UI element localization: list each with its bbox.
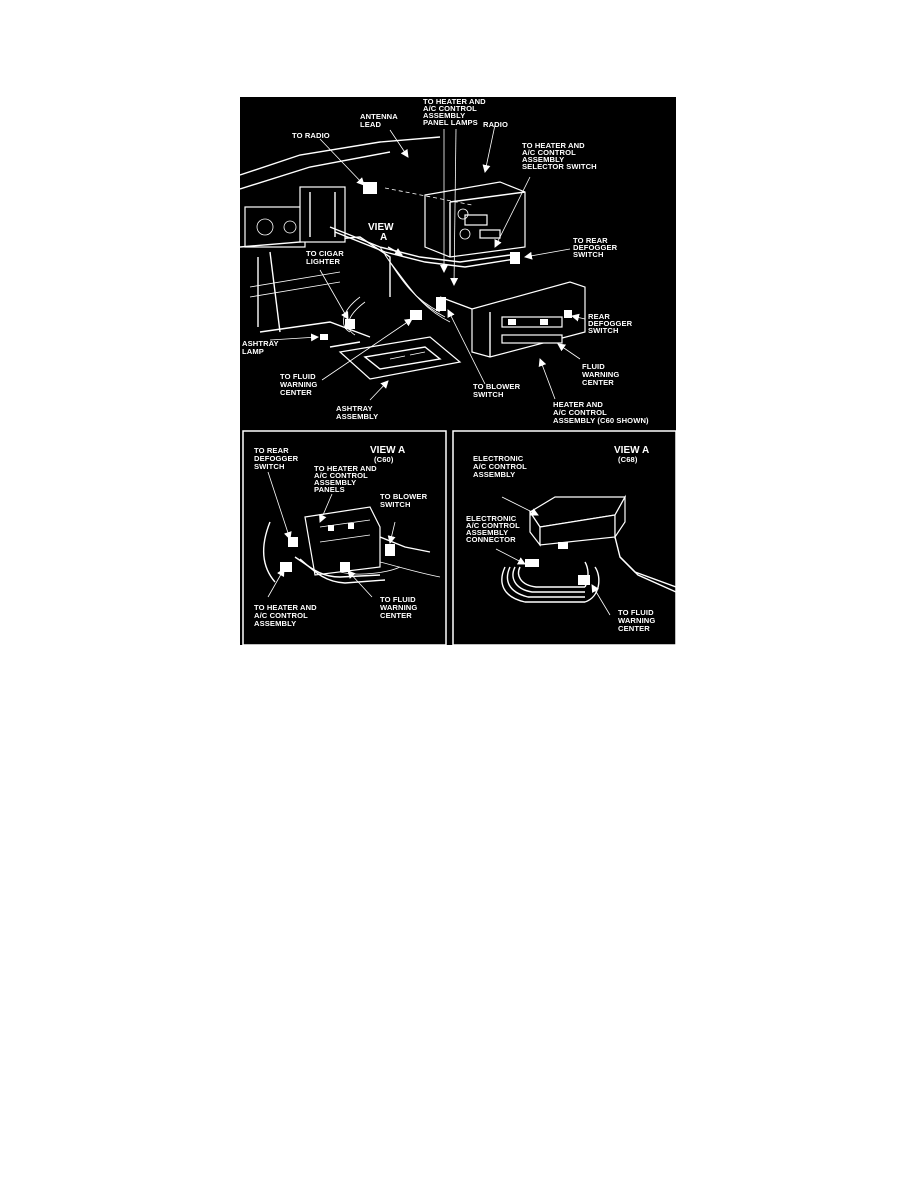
view-c68-leaders [495,496,611,616]
view-c68-subtitle: (C68) [618,455,638,464]
view-c60-subtitle: (C60) [374,455,394,464]
fluid-warning-connector-icon [410,310,422,320]
label-rear-defogger-switch: REAR DEFOGGER SWITCH [588,312,634,335]
view-c60-leaders [267,471,396,598]
label-to-fluid-warning: TO FLUID WARNING CENTER [280,372,320,397]
label-ashtray-assembly: ASHTRAY ASSEMBLY [336,404,378,421]
label-fluid-warning-center: FLUID WARNING CENTER [582,362,622,387]
wiring-diagram-svg: ANTENNA LEAD TO HEATER AND A/C CONTROL A… [240,97,676,645]
c68-label-electronic-ac-control: ELECTRONIC A/C CONTROL ASSEMBLY [473,454,529,479]
label-to-radio: TO RADIO [292,131,330,140]
main-view-leaders [269,124,586,401]
radio-connector-icon [363,182,377,194]
label-heater-ac-control: HEATER AND A/C CONTROL ASSEMBLY (C60 SHO… [553,400,649,425]
inset-frame-c60 [242,430,447,645]
main-view-labels: ANTENNA LEAD TO HEATER AND A/C CONTROL A… [242,97,649,425]
label-to-cigar-lighter: TO CIGAR LIGHTER [306,249,346,266]
label-to-rear-defogger: TO REAR DEFOGGER SWITCH [573,236,619,259]
c60-label-to-rear-defogger: TO REAR DEFOGGER SWITCH [254,446,300,471]
view-c60-artwork [262,506,441,584]
label-to-heater-panel-lamps: TO HEATER AND A/C CONTROL ASSEMBLY PANEL… [423,97,488,127]
main-view-artwork [240,136,586,380]
wiring-diagram-figure: ANTENNA LEAD TO HEATER AND A/C CONTROL A… [240,97,676,645]
label-view-a: VIEW A [368,222,396,243]
c60-label-to-heater-panels: TO HEATER AND A/C CONTROL ASSEMBLY PANEL… [314,464,379,494]
label-to-blower-switch: TO BLOWER SWITCH [473,382,522,399]
view-c68-labels: VIEW A (C68) ELECTRONIC A/C CONTROL ASSE… [466,445,658,633]
view-c68-artwork [501,494,676,603]
view-c68-title: VIEW A [614,445,649,456]
inset-frame-c68 [452,430,676,645]
cigar-lighter-connector-icon [345,319,355,329]
c60-label-to-heater-assembly: TO HEATER AND A/C CONTROL ASSEMBLY [254,603,319,628]
ashtray-body [338,336,462,380]
view-c60-labels: VIEW A (C60) TO REAR DEFOGGER SWITCH TO … [254,445,429,628]
c68-label-electronic-ac-connector: ELECTRONIC A/C CONTROL ASSEMBLY CONNECTO… [466,514,522,544]
c60-label-to-blower-switch: TO BLOWER SWITCH [380,492,429,509]
view-c60-title: VIEW A [370,445,405,456]
c60-label-to-fluid-warning: TO FLUID WARNING CENTER [380,595,420,620]
label-to-heater-selector: TO HEATER AND A/C CONTROL ASSEMBLY SELEC… [522,141,597,171]
c68-label-to-fluid-warning: TO FLUID WARNING CENTER [618,608,658,633]
label-radio: RADIO [483,120,508,129]
defogger-connector-icon [510,252,520,264]
label-antenna-lead: ANTENNA LEAD [360,112,400,129]
blower-connector-icon [436,297,446,311]
label-ashtray-lamp: ASHTRAY LAMP [242,339,281,356]
